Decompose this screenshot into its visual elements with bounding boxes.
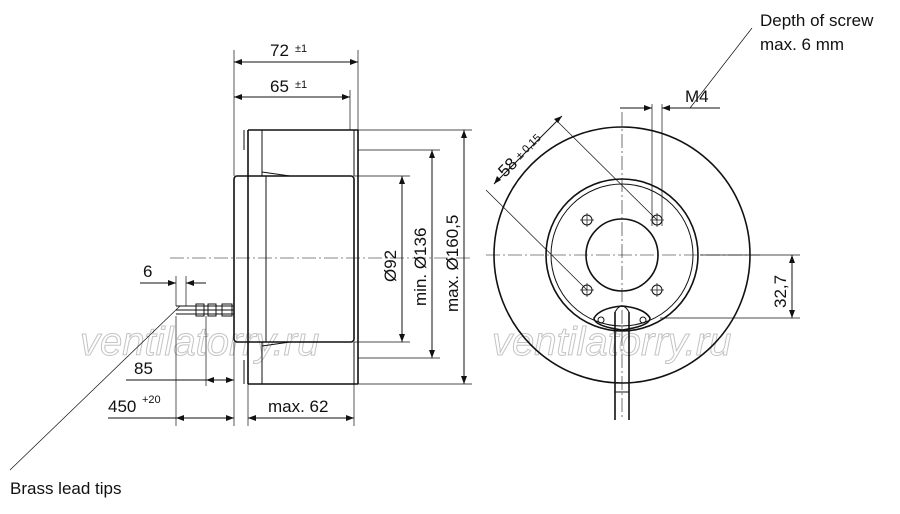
dimension-diameters: Ø92 min. Ø136 max. Ø160,5: [354, 129, 472, 385]
depth-max-label: max. 6 mm: [760, 35, 844, 54]
brass-lead-tips-callout: Brass lead tips: [9, 305, 181, 498]
depth-of-screw-callout: Depth of screw max. 6 mm: [689, 11, 874, 109]
cable: [614, 312, 630, 420]
thread-m4-label: M4: [685, 87, 709, 106]
front-view: [486, 112, 760, 420]
depth-of-screw-label: Depth of screw: [760, 11, 874, 30]
offset-32-value: 32,7: [771, 275, 790, 308]
hub-circle: [585, 218, 659, 292]
dim-85-value: 85: [134, 359, 153, 378]
dim-6-value: 6: [143, 262, 152, 281]
watermark-right: ventilatorry.ru: [492, 320, 731, 364]
motor-body: [233, 175, 355, 343]
dimension-65: 65 ±1: [234, 77, 351, 130]
dimension-72: 72 ±1: [233, 41, 359, 176]
dimension-32-7: 32,7: [660, 254, 800, 319]
dimension-m4: M4: [620, 87, 720, 226]
cable-bracket: [593, 305, 651, 331]
dim-72-tol: ±1: [295, 43, 307, 55]
dim-65-value: 65: [270, 77, 289, 96]
dim-450-value: 450: [108, 397, 136, 416]
dim-92-value: Ø92: [381, 250, 400, 282]
dim-160-value: max. Ø160,5: [443, 215, 462, 312]
brass-lead-tips-label: Brass lead tips: [10, 479, 122, 498]
dim-136-value: min. Ø136: [411, 228, 430, 306]
dim-450-tol: +20: [142, 394, 161, 406]
dimension-58: 58 ± 0,15: [485, 115, 658, 291]
dim-62-value: max. 62: [268, 397, 328, 416]
dim-72-value: 72: [270, 41, 289, 60]
dim-65-tol: ±1: [295, 79, 307, 91]
motor-circle: [545, 178, 699, 332]
dimension-leads: 6 85 450 +20: [108, 262, 235, 426]
dimension-62: max. 62: [247, 384, 355, 426]
